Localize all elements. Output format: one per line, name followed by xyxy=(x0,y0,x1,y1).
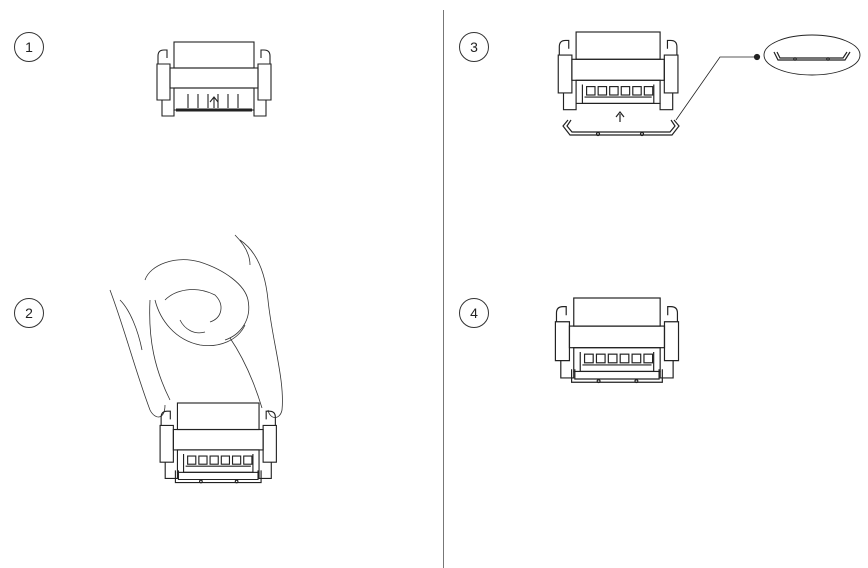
step-1-connector xyxy=(156,41,272,117)
step-2-hand-illustration xyxy=(109,234,283,418)
step-1-badge: 1 xyxy=(14,32,44,62)
step-3-badge: 3 xyxy=(459,32,489,62)
up-arrow-icon xyxy=(615,111,625,122)
step-4-badge: 4 xyxy=(459,298,489,328)
step-3-connector xyxy=(557,31,679,111)
step-3-clip xyxy=(562,34,861,137)
step-2-connector xyxy=(159,402,277,484)
step-2-badge: 2 xyxy=(14,298,44,328)
panel-divider xyxy=(443,10,444,568)
step-4-connector xyxy=(554,297,680,384)
